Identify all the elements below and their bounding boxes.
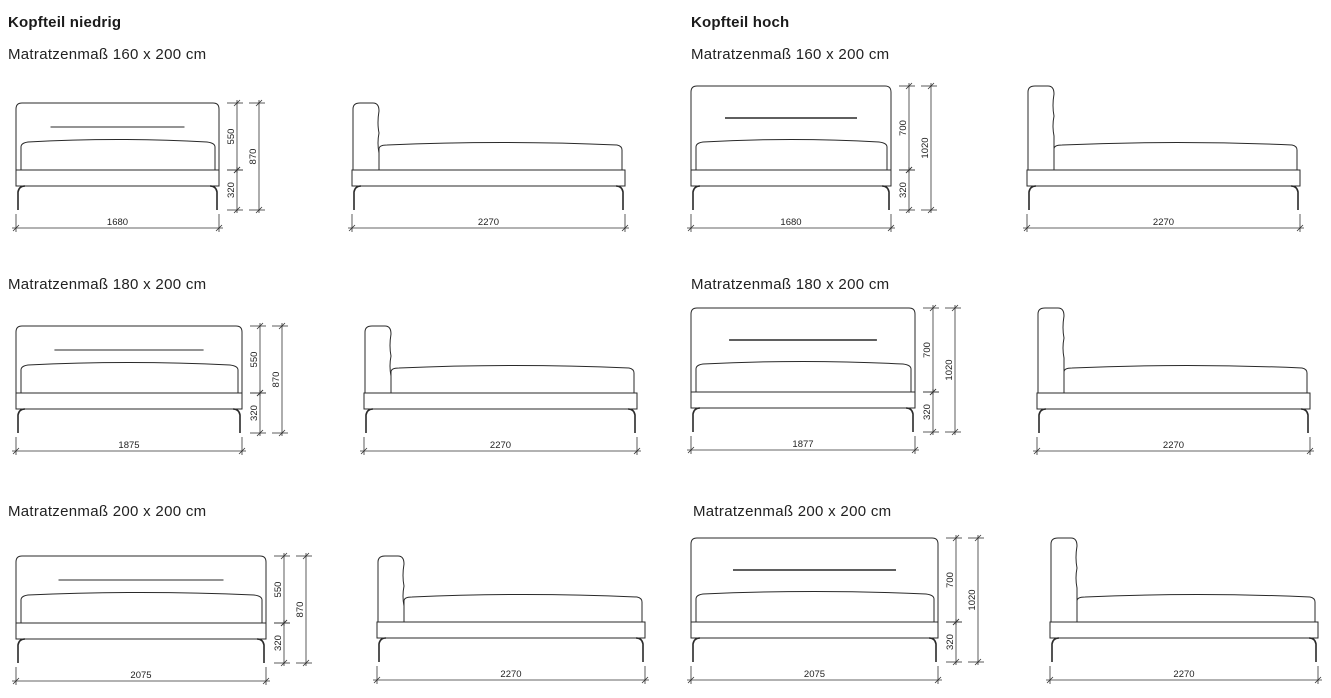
width-dimension-label: 1877 <box>792 439 813 450</box>
height-dimension-label: 1020 <box>944 359 955 380</box>
height-dimension-label: 870 <box>295 602 306 618</box>
height-dimension-label: 550 <box>249 352 260 368</box>
side-view-drawing: 2270 <box>1046 537 1322 684</box>
mattress-size-label: Matratzenmaß 200 x 200 cm <box>693 503 892 520</box>
front-view-drawing: 1680 550 320 870 <box>12 99 265 232</box>
height-dimension-label: 1020 <box>967 589 978 610</box>
front-view-drawing: 1680 700 320 1020 <box>687 82 937 232</box>
width-dimension-label: 2270 <box>500 669 521 680</box>
height-dimension-label: 320 <box>226 182 237 198</box>
width-dimension-label: 2270 <box>478 217 499 228</box>
width-dimension-label: 1875 <box>118 440 139 451</box>
width-dimension-label: 2075 <box>804 669 825 680</box>
front-view-drawing: 1875 550 320 870 <box>12 322 288 455</box>
front-view-drawing: 1877 700 320 1020 <box>687 304 961 454</box>
mattress-size-label: Matratzenmaß 200 x 200 cm <box>8 503 207 520</box>
side-view-drawing: 2270 <box>373 555 649 684</box>
height-dimension-label: 320 <box>898 182 909 198</box>
mattress-size-label: Matratzenmaß 160 x 200 cm <box>8 46 207 63</box>
height-dimension-label: 320 <box>945 634 956 650</box>
width-dimension-label: 2270 <box>1163 440 1184 451</box>
height-dimension-label: 870 <box>271 372 282 388</box>
height-dimension-label: 320 <box>273 635 284 651</box>
side-view-drawing: 2270 <box>348 102 629 232</box>
section-title-low-headboard: Kopfteil niedrig <box>8 14 122 31</box>
width-dimension-label: 2270 <box>490 440 511 451</box>
mattress-size-label: Matratzenmaß 180 x 200 cm <box>8 276 207 293</box>
width-dimension-label: 2075 <box>130 670 151 681</box>
width-dimension-label: 2270 <box>1153 217 1174 228</box>
height-dimension-label: 700 <box>898 120 909 136</box>
side-view-drawing: 2270 <box>1033 307 1314 455</box>
height-dimension-label: 700 <box>945 572 956 588</box>
height-dimension-label: 320 <box>249 405 260 421</box>
mattress-size-label: Matratzenmaß 180 x 200 cm <box>691 276 890 293</box>
height-dimension-label: 550 <box>226 129 237 145</box>
front-view-drawing: 2075 700 320 1020 <box>687 534 984 684</box>
mattress-size-label: Matratzenmaß 160 x 200 cm <box>691 46 890 63</box>
height-dimension-label: 320 <box>922 404 933 420</box>
width-dimension-label: 1680 <box>107 217 128 228</box>
height-dimension-label: 1020 <box>920 137 931 158</box>
height-dimension-label: 550 <box>273 582 284 598</box>
height-dimension-label: 870 <box>248 149 259 165</box>
height-dimension-label: 700 <box>922 342 933 358</box>
front-view-drawing: 2075 550 320 870 <box>12 552 312 685</box>
side-view-drawing: 2270 <box>360 325 641 455</box>
section-title-high-headboard: Kopfteil hoch <box>691 14 790 31</box>
side-view-drawing: 2270 <box>1023 85 1304 232</box>
width-dimension-label: 1680 <box>780 217 801 228</box>
width-dimension-label: 2270 <box>1173 669 1194 680</box>
